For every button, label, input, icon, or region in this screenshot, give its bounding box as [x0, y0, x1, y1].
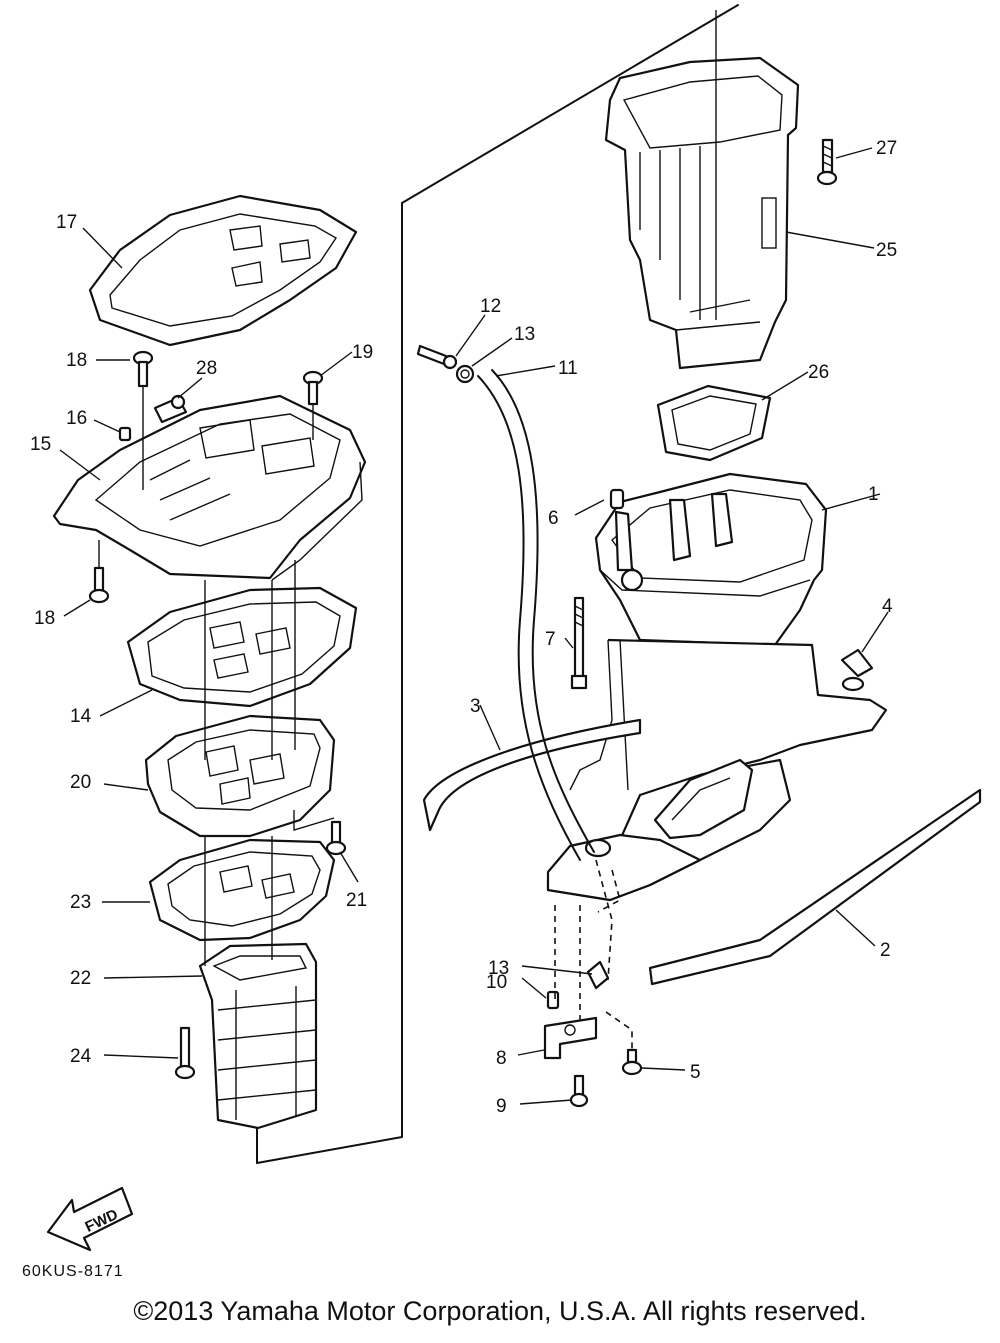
part-20-exhaust-manifold — [144, 714, 336, 838]
callout-11: 11 — [558, 358, 578, 379]
part-12-joint — [416, 344, 458, 370]
part-6-dowel — [609, 488, 625, 510]
part-11-hose — [477, 369, 613, 981]
leader-lines — [59, 147, 889, 1105]
fwd-arrow-icon: FWD — [46, 1186, 134, 1252]
callout-27: 27 — [876, 138, 897, 159]
part-17-gasket — [88, 194, 358, 347]
part-2-seal — [648, 788, 982, 986]
callout-20: 20 — [70, 772, 91, 793]
part-15-exhaust-guide — [52, 394, 367, 581]
callout-25: 25 — [876, 240, 897, 261]
callout-4: 4 — [882, 596, 893, 617]
callout-22: 22 — [70, 968, 91, 989]
part-4-grommet — [840, 648, 874, 692]
part-22-muffler — [198, 942, 318, 1130]
callout-7: 7 — [545, 629, 556, 650]
part-13-clip-upper — [455, 364, 475, 384]
part-10-dowel — [546, 990, 560, 1010]
callout-21: 21 — [346, 890, 367, 911]
part-3-seal — [422, 718, 642, 832]
part-16-dowel — [118, 426, 132, 442]
callout-28: 28 — [196, 358, 217, 379]
callout-23: 23 — [70, 892, 91, 913]
callout-17: 17 — [56, 212, 77, 233]
callout-10: 10 — [486, 972, 507, 993]
part-9-bolt — [569, 1074, 589, 1108]
callout-16: 16 — [66, 408, 87, 429]
part-8-bracket — [543, 1016, 598, 1060]
callout-24: 24 — [70, 1046, 92, 1067]
callout-labels: 1 2 3 4 5 6 7 8 9 10 11 12 13 13 14 15 1… — [30, 138, 897, 1117]
callout-8: 8 — [496, 1048, 507, 1069]
callout-9: 9 — [496, 1096, 507, 1117]
callout-15: 15 — [30, 434, 51, 455]
part-1-upper-casing — [594, 472, 828, 647]
callout-3: 3 — [470, 696, 481, 717]
callout-1: 1 — [868, 484, 879, 505]
part-7-stud — [570, 596, 588, 690]
part-1-lower-case — [546, 638, 888, 913]
callout-13-upper: 13 — [514, 324, 535, 345]
part-27-bolt — [816, 138, 838, 186]
callout-18-lower: 18 — [34, 608, 55, 629]
part-13-clip-lower — [586, 960, 610, 990]
callout-18-upper: 18 — [66, 350, 87, 371]
copyright-notice: ©2013 Yamaha Motor Corporation, U.S.A. A… — [133, 1296, 867, 1326]
part-18-bolt-upper — [132, 350, 154, 388]
part-19-bolt — [302, 370, 324, 406]
callout-14: 14 — [70, 706, 92, 727]
part-14-gasket — [126, 586, 358, 708]
part-18-bolt-lower — [88, 566, 110, 604]
part-25-oil-pan — [604, 10, 800, 370]
diagram-boundary — [256, 4, 739, 1164]
part-5-bolt — [605, 1011, 643, 1076]
callout-5: 5 — [690, 1062, 701, 1083]
part-21-bolt — [325, 820, 347, 856]
part-24-bolt — [174, 1026, 196, 1080]
part-23-gasket — [148, 838, 336, 942]
part-26-gasket — [656, 384, 772, 462]
callout-6: 6 — [548, 508, 559, 529]
part-28-fitting — [153, 394, 188, 424]
callout-19: 19 — [352, 342, 373, 363]
callout-12: 12 — [480, 296, 501, 317]
alignment-lines-lower-right — [554, 905, 581, 1020]
callout-26: 26 — [808, 362, 829, 383]
alignment-lines-left — [98, 386, 314, 966]
diagram-code: 60KUS-8171 — [22, 1263, 124, 1280]
callout-2: 2 — [880, 940, 891, 961]
callout-13-lower: 13 — [488, 958, 509, 979]
